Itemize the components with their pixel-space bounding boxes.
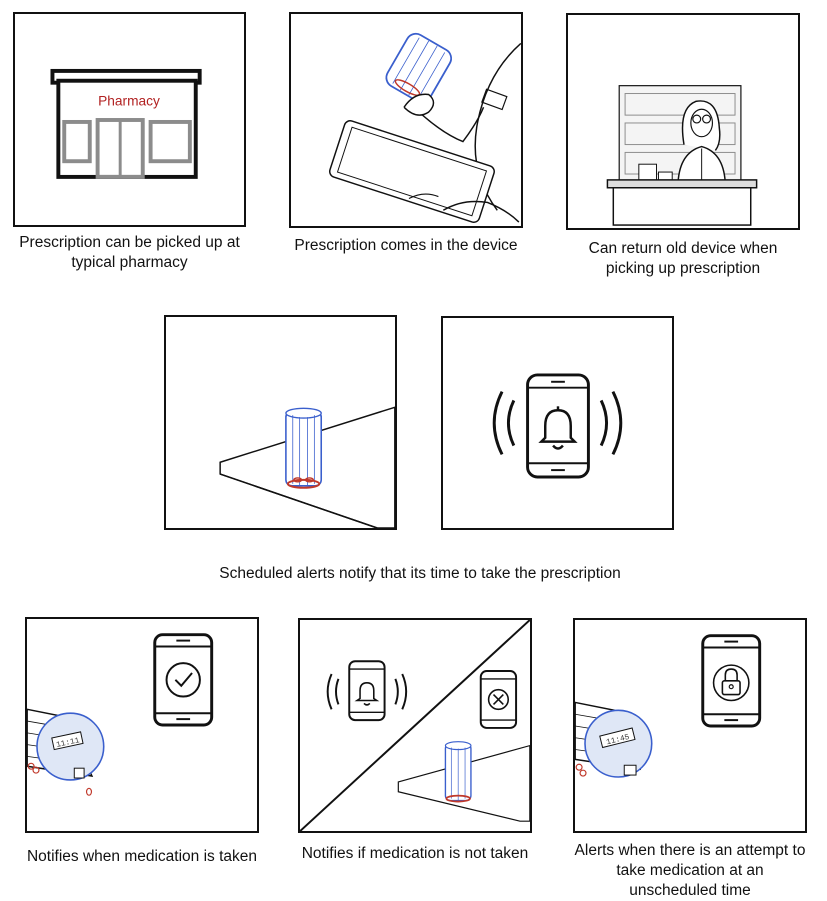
phone-x-icon	[479, 670, 518, 729]
phone-check-icon	[153, 633, 214, 727]
caption-unscheduled: Alerts when there is an attempt to take …	[574, 842, 806, 899]
phone-bell-icon	[326, 660, 408, 722]
caption-scheduled-alerts: Scheduled alerts notify that its time to…	[219, 565, 621, 582]
panel-alert	[441, 316, 674, 530]
panel-taken: 11:11	[25, 617, 259, 833]
pill-device-on-table-illustration	[219, 406, 395, 528]
caption-taken: Notifies when medication is taken	[26, 848, 258, 865]
pharmacy-sign: Pharmacy	[98, 93, 160, 108]
caption-not-taken: Notifies if medication is not taken	[301, 845, 529, 862]
panel-unscheduled: 11:45	[573, 618, 807, 833]
panel-return	[566, 13, 800, 230]
panel-pharmacy: Pharmacy	[13, 12, 246, 227]
phone-lock-icon	[701, 634, 762, 728]
pill-device: 11:11	[27, 708, 105, 796]
panel-not-taken	[298, 618, 532, 833]
pharmacist-illustration	[606, 85, 758, 226]
not-taken-illustration	[300, 620, 530, 831]
caption-return: Can return old device when picking up pr…	[588, 240, 778, 277]
panel-table	[164, 315, 397, 530]
taken-illustration: 11:11	[27, 633, 214, 796]
pill-device	[285, 407, 323, 489]
hand-holding-device-illustration	[328, 32, 521, 223]
pill-device	[444, 741, 472, 803]
caption-device: Prescription comes in the device	[294, 237, 518, 254]
storefront-illustration: Pharmacy	[50, 68, 202, 179]
caption-pharmacy: Prescription can be picked up at typical…	[19, 234, 240, 271]
unscheduled-illustration: 11:45	[575, 634, 762, 778]
panel-device	[289, 12, 523, 228]
phone-bell-icon	[492, 373, 623, 479]
pill-device: 11:45	[575, 701, 653, 778]
